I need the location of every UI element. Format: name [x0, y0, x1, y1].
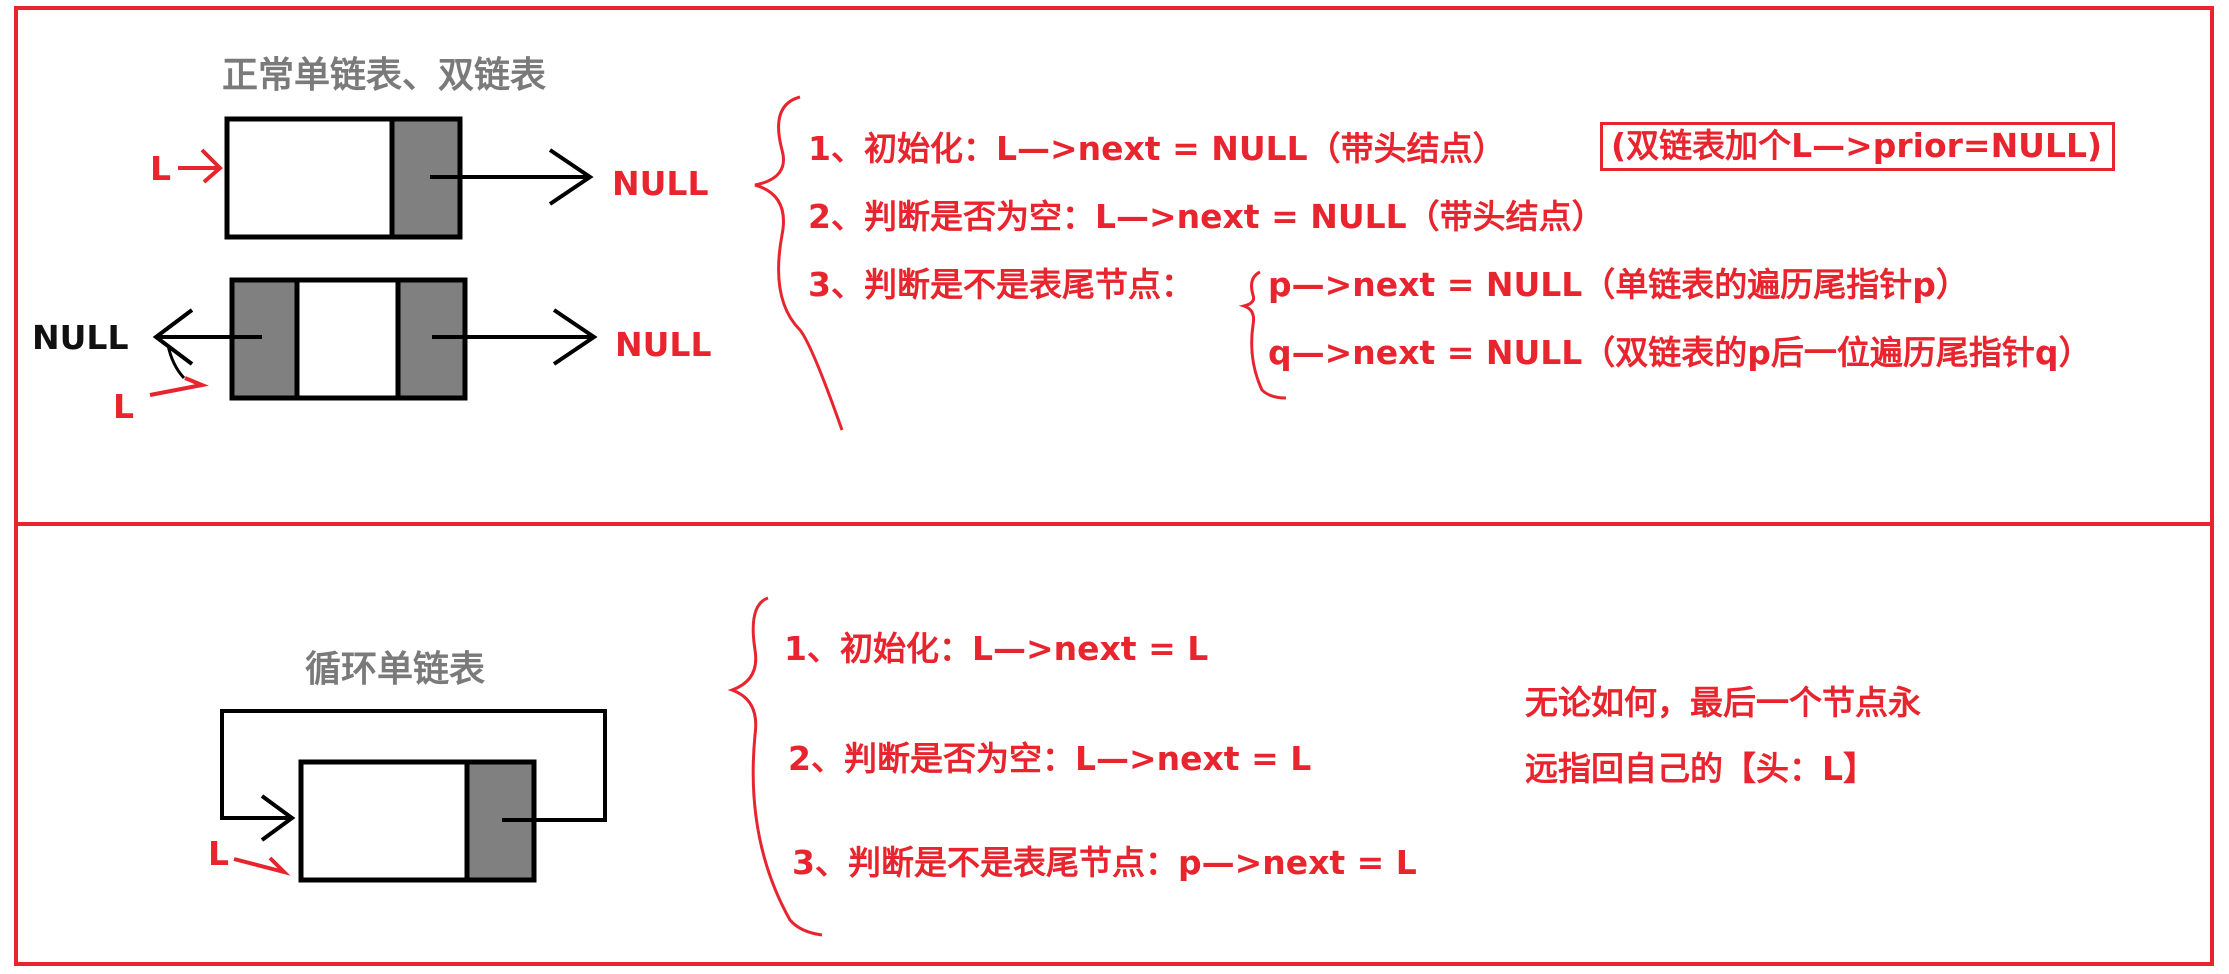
circular-loop-arrow [220, 709, 607, 842]
bottom-rule-empty: 2、判断是否为空：L—>next = L [788, 739, 1312, 778]
tail-check-single: p—>next = NULL（单链表的遍历尾指针p） [1268, 265, 1969, 304]
bottom-rule-tail: 3、判断是不是表尾节点：p—>next = L [792, 843, 1417, 882]
circular-note-line-2: 远指回自己的【头：L】 [1525, 749, 1877, 788]
tail-check-double: q—>next = NULL（双链表的p后一位遍历尾指针q） [1268, 333, 2092, 372]
double-prior-null-label: NULL [32, 318, 129, 357]
double-head-pointer-arrow [149, 376, 209, 397]
tail-check-brace [1238, 270, 1287, 400]
single-head-pointer-label: L [150, 149, 172, 188]
double-prior-arrow [152, 308, 262, 366]
single-next-arrow [430, 148, 594, 206]
single-list-node [224, 116, 463, 240]
double-left-curve [166, 344, 186, 380]
single-null-label: NULL [612, 164, 709, 203]
single-head-pointer-arrow [178, 148, 223, 184]
double-list-note: (双链表加个L—>prior=NULL) [1600, 122, 2116, 171]
top-rule-empty: 2、判断是否为空：L—>next = NULL（带头结点） [808, 197, 1605, 236]
double-next-arrow [432, 308, 598, 366]
circular-head-pointer-arrow [233, 856, 291, 876]
top-main-brace [754, 95, 844, 431]
circular-head-pointer-label: L [208, 834, 230, 873]
bottom-rule-init: 1、初始化：L—>next = L [784, 629, 1209, 668]
double-list-node [229, 277, 468, 401]
double-next-null-label: NULL [615, 325, 712, 364]
circular-list-title: 循环单链表 [305, 649, 486, 690]
top-rule-tail: 3、判断是不是表尾节点： [808, 265, 1194, 304]
bottom-main-brace [727, 596, 823, 937]
circular-list-node [298, 759, 537, 883]
normal-list-title: 正常单链表、双链表 [222, 55, 547, 96]
top-rule-init: 1、初始化：L—>next = NULL（带头结点） [808, 129, 1506, 168]
double-head-pointer-label: L [113, 387, 135, 426]
circular-list-panel [14, 522, 2214, 966]
circular-note-line-1: 无论如何，最后一个节点永 [1525, 683, 1921, 722]
